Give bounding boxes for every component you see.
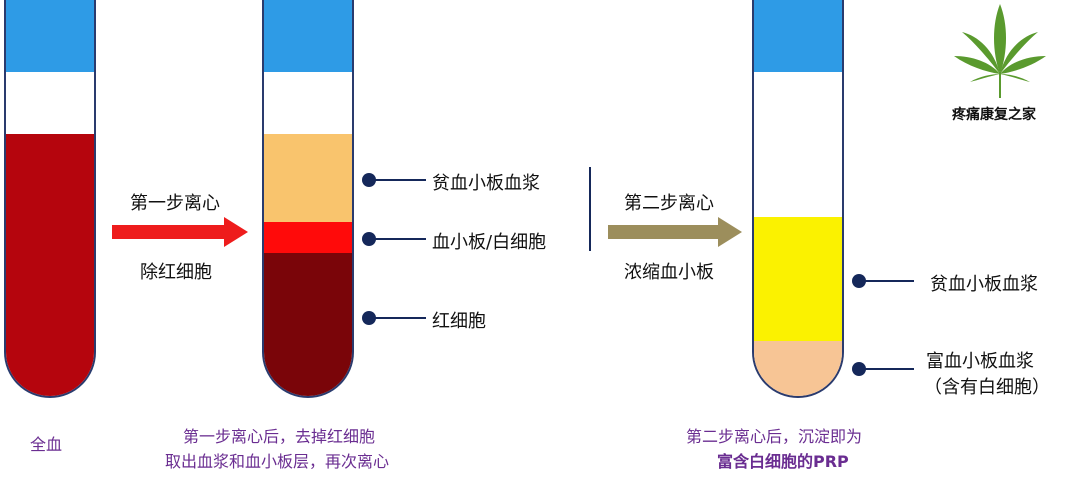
tube2-caption-line1: 第一步离心后，去掉红细胞 [183,427,376,446]
step2-arrow [608,217,742,247]
label-red-cells: 红细胞 [432,311,486,332]
label-poor-plasma: 贫血小板血浆 [432,173,540,194]
tube-cap [754,0,842,72]
tube-cap [6,0,94,72]
prp-tube [752,0,844,398]
logo-text: 疼痛康复之家 [952,107,1036,123]
red-cell-layer [264,253,352,396]
tube2-caption-line2: 取出血浆和血小板层，再次离心 [165,452,390,471]
tube-cap [264,0,352,72]
whole-blood-caption: 全血 [30,435,63,454]
label-prp-line1: 富血小板血浆 [926,351,1034,372]
leaf-icon [954,4,1046,98]
platelet-poor-plasma-layer [754,217,842,341]
whole-blood-tube [4,0,96,398]
pointer-prp [852,362,914,376]
step1-bottom-label: 除红细胞 [140,262,212,283]
pointer-buffy-coat [362,232,426,246]
step2-bottom-label: 浓缩血小板 [624,262,714,283]
whole-blood-layer [6,134,94,396]
step1-arrow [112,217,248,247]
buffy-coat-layer [264,222,352,253]
tube3-caption-line1: 第二步离心后，沉淀即为 [686,427,863,446]
divider [589,167,591,251]
step1-top-label: 第一步离心 [130,193,220,214]
step2-top-label: 第二步离心 [624,193,714,214]
tube3-caption-line2: 富含白细胞的PRP [717,452,849,471]
platelet-poor-plasma-layer [264,134,352,222]
pointer-red-cells [362,311,426,325]
pointer-tube3-poor-plasma [852,274,914,288]
label-tube3-poor-plasma: 贫血小板血浆 [930,274,1038,295]
label-buffy-coat: 血小板/白细胞 [432,232,547,253]
prp-layer [754,341,842,396]
separated-tube [262,0,354,398]
pointer-poor-plasma [362,173,426,187]
label-prp-line2: （含有白细胞） [924,377,1050,398]
